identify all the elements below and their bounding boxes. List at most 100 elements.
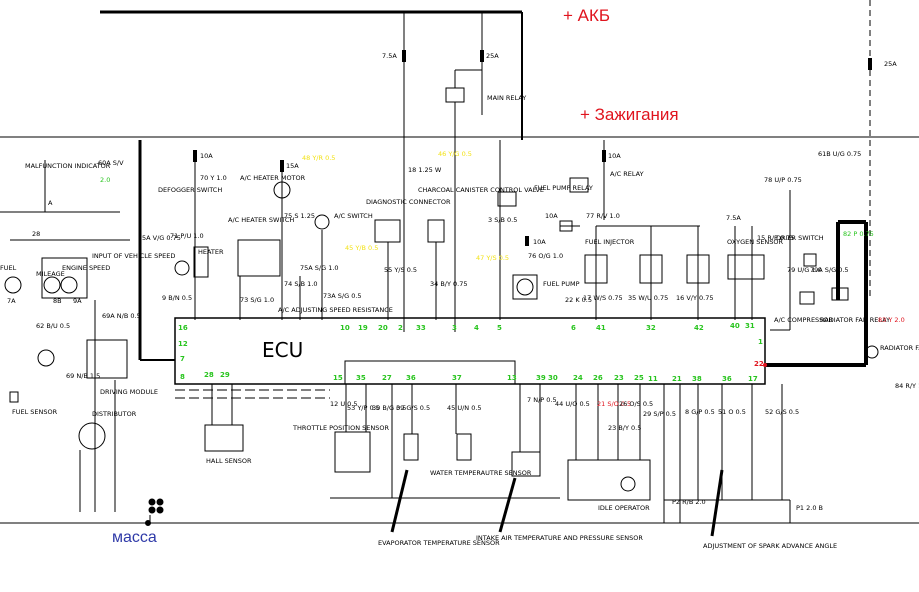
wire-7: 7 N/P 0.5 <box>527 396 557 404</box>
wire-17: 17 W/S 0.75 <box>583 294 623 302</box>
ac-switch-label: A/C SWITCH <box>334 212 373 220</box>
ecu-pin: 19 <box>358 324 368 332</box>
input-vehicle-speed-label: INPUT OF VEHICLE SPEED <box>92 252 175 260</box>
fuse-25a-right: 25A <box>884 60 897 68</box>
ecu-pin: 23 <box>614 374 624 382</box>
wire-5a: 5A V/G 0.75 <box>142 234 181 242</box>
hall-sensor-label: HALL SENSOR <box>206 457 252 465</box>
idle-operator-label: IDLE OPERATOR <box>598 504 650 512</box>
fuel-sensor-label: FUEL SENSOR <box>12 408 58 416</box>
radiator-fan-icon <box>865 345 879 359</box>
defogger-lamp-icon <box>174 260 190 276</box>
wire-8: 8 G/P 0.5 <box>685 408 715 416</box>
wire-60a: 60A S/V <box>98 159 124 167</box>
wire-30: 30 B/G 0.5 <box>372 404 406 412</box>
ecu-pin: 24 <box>573 374 583 382</box>
engine-speed-label: ENGINE SPEED <box>62 264 110 272</box>
mileage-label: MILEAGE <box>36 270 65 278</box>
ecu-pin: 21 <box>672 375 682 383</box>
wire-75: 75 S 1.25 <box>284 212 315 220</box>
fuel-injector-label: FUEL INJECTOR <box>585 238 635 246</box>
wire-yellow-4: 47 Y/S 0.5 <box>476 254 509 262</box>
mileage-icon <box>43 276 61 294</box>
fuel-pump-label: FUEL PUMP <box>543 280 580 288</box>
wire-16: 16 V/Y 0.75 <box>676 294 713 302</box>
wire-55: 55 Y/S 0.5 <box>384 266 417 274</box>
ecu-pin: 38 <box>692 375 702 383</box>
heater-switch-box <box>237 239 281 277</box>
wire-yellow-1: 48 Y/R 0.5 <box>302 154 335 162</box>
wire-23: 23 B/Y 0.5 <box>608 424 641 432</box>
wire-8b: 8B <box>53 297 62 305</box>
adjusting-resistance-label: A/C ADJUSTING SPEED RESISTANCE <box>278 306 393 314</box>
ecu-pin: 26 <box>593 374 603 382</box>
ecu-pin: 16 <box>178 324 188 332</box>
wire-39: 39 G/S 0.5 <box>396 404 430 412</box>
spark-advance-label: ADJUSTMENT OF SPARK ADVANCE ANGLE <box>703 542 837 550</box>
wire-75a: 75A S/G 1.0 <box>300 264 339 272</box>
wire-34: 34 B/Y 0.75 <box>430 280 468 288</box>
wire-3: 3 S/B 0.5 <box>488 216 517 224</box>
wire-69: 69 N/B 1.5 <box>66 372 100 380</box>
wire-76: 76 O/G 1.0 <box>528 252 563 260</box>
ecu-pin: 28 <box>204 371 214 379</box>
wire-62: 62 B/U 0.5 <box>36 322 70 330</box>
wire-12: 12 U 0.5 <box>330 400 358 408</box>
wire-44: 44 U/O 0.5 <box>555 400 590 408</box>
ecu-pin: 39 <box>536 374 546 382</box>
distributor-icon <box>78 422 106 450</box>
ecu-pin: 36 <box>722 375 732 383</box>
ecu-pin: 5 <box>497 324 502 332</box>
ecu-pin: 40 <box>730 322 740 330</box>
fuse-10a-fuelpump: 10A <box>533 238 546 246</box>
ac-compressor-label: A/C COMPRESSOR <box>774 316 833 324</box>
ecu-pin: 30 <box>548 374 558 382</box>
engine-speed-icon <box>60 276 78 294</box>
wire-83: 83 Y 2.0 <box>878 316 905 324</box>
wire-7a: 7A <box>7 297 16 305</box>
fuel-gauge-icon <box>4 276 22 294</box>
ac-switch-lamp-icon <box>314 214 330 230</box>
fuse-10a-pump: 10A <box>545 212 558 220</box>
ac-heater-switch-label: A/C HEATER SWITCH <box>228 216 294 224</box>
main-relay-label: MAIN RELAY <box>487 94 526 102</box>
canister-valve-label: CHARCOAL CANISTER CONTROL VALVE <box>418 186 544 194</box>
fuse-10a-acrelay: 10A <box>608 152 621 160</box>
ecu-pin: 12 <box>178 340 188 348</box>
ecu-pin: 8 <box>180 373 185 381</box>
radiator-fan-relay-label: RADIATOR FAN RELAY <box>820 316 890 324</box>
ecu-pin: 4 <box>474 324 479 332</box>
oxygen-sensor-label: OXYGEN SENSOR <box>727 238 784 246</box>
intake-air-sensor-label: INTAKE AIR TEMPERATURE AND PRESSURE SENS… <box>476 534 643 542</box>
fuse-25a: 25A <box>486 52 499 60</box>
ecu-pin: 13 <box>507 374 517 382</box>
ecu-pin: 11 <box>648 375 658 383</box>
wire-84: 84 R/Y 1.5 <box>895 382 919 390</box>
wire-21: 21 S/O 0.5 <box>597 400 631 408</box>
wire-73a: 73A S/G 0.5 <box>323 292 362 300</box>
battery-label: + АКБ <box>563 6 611 25</box>
wire-p2: P2 R/B 2.0 <box>672 498 706 506</box>
ecu-pin: 7 <box>180 355 185 363</box>
diagnostic-connector-box <box>374 219 401 243</box>
wire-29: 29 S/P 0.5 <box>643 410 676 418</box>
ecu-pin: 10 <box>340 324 350 332</box>
evaporator-sensor-label: EVAPORATOR TEMPERATURE SENSOR <box>378 539 500 547</box>
main-relay-coil <box>445 87 465 103</box>
ecu-pin: 33 <box>416 324 426 332</box>
ecu-pin: 17 <box>748 375 758 383</box>
ecu-pin: 36 <box>406 374 416 382</box>
wire-yellow-3: 46 Y/G 0.5 <box>438 150 472 158</box>
wire-61b: 61B U/G 0.75 <box>818 150 861 158</box>
wire-15: 15 R/P 0.75 <box>757 234 795 242</box>
wire-70: 70 Y 1.0 <box>200 174 227 182</box>
wire-53: 53 Y/P 0.5 <box>347 404 380 412</box>
ground-label: масса <box>112 529 157 546</box>
wire-69a: 69A N/B 0.5 <box>102 312 141 320</box>
wire-77: 77 R/V 1.0 <box>586 212 620 220</box>
fuel-gauge-label: FUEL <box>0 264 17 272</box>
fuse-10a-defog: 10A <box>200 152 213 160</box>
defogger-switch-label: DEFOGGER SWITCH <box>158 186 222 194</box>
wire-22: 22 K 0.5 <box>565 296 592 304</box>
ecu-pin: 31 <box>745 322 755 330</box>
